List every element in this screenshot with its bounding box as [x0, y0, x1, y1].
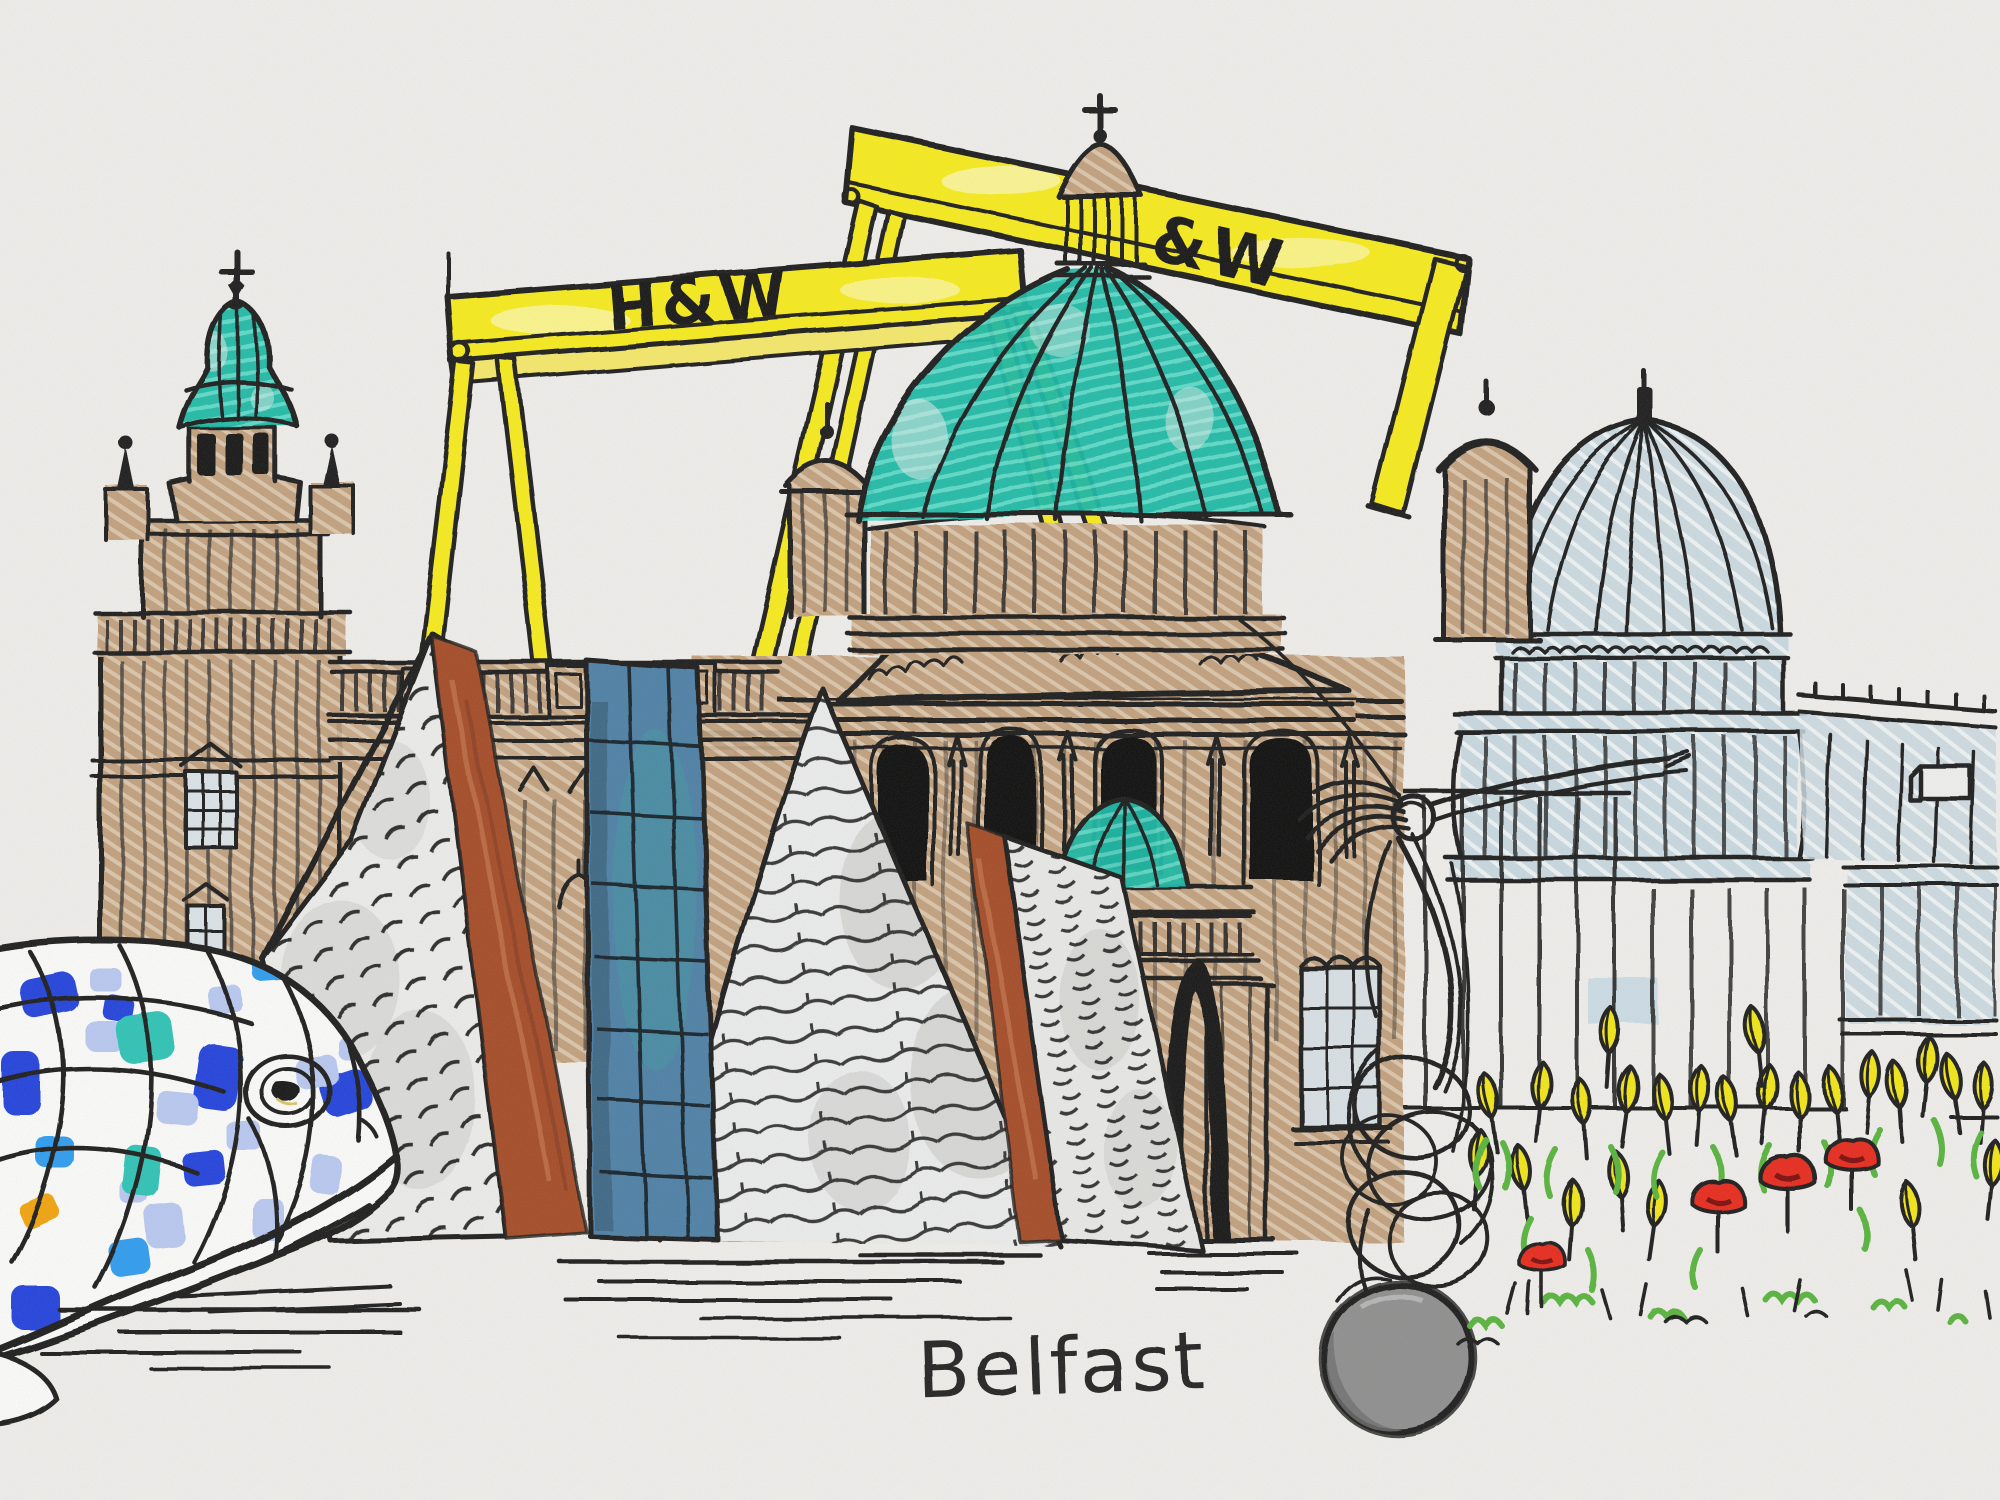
belfast-sketch-canvas: &W H&W: [0, 0, 2000, 1500]
belfast-illustration: &W H&W: [0, 0, 2000, 1500]
paper-grain-overlay: [0, 0, 2000, 1500]
